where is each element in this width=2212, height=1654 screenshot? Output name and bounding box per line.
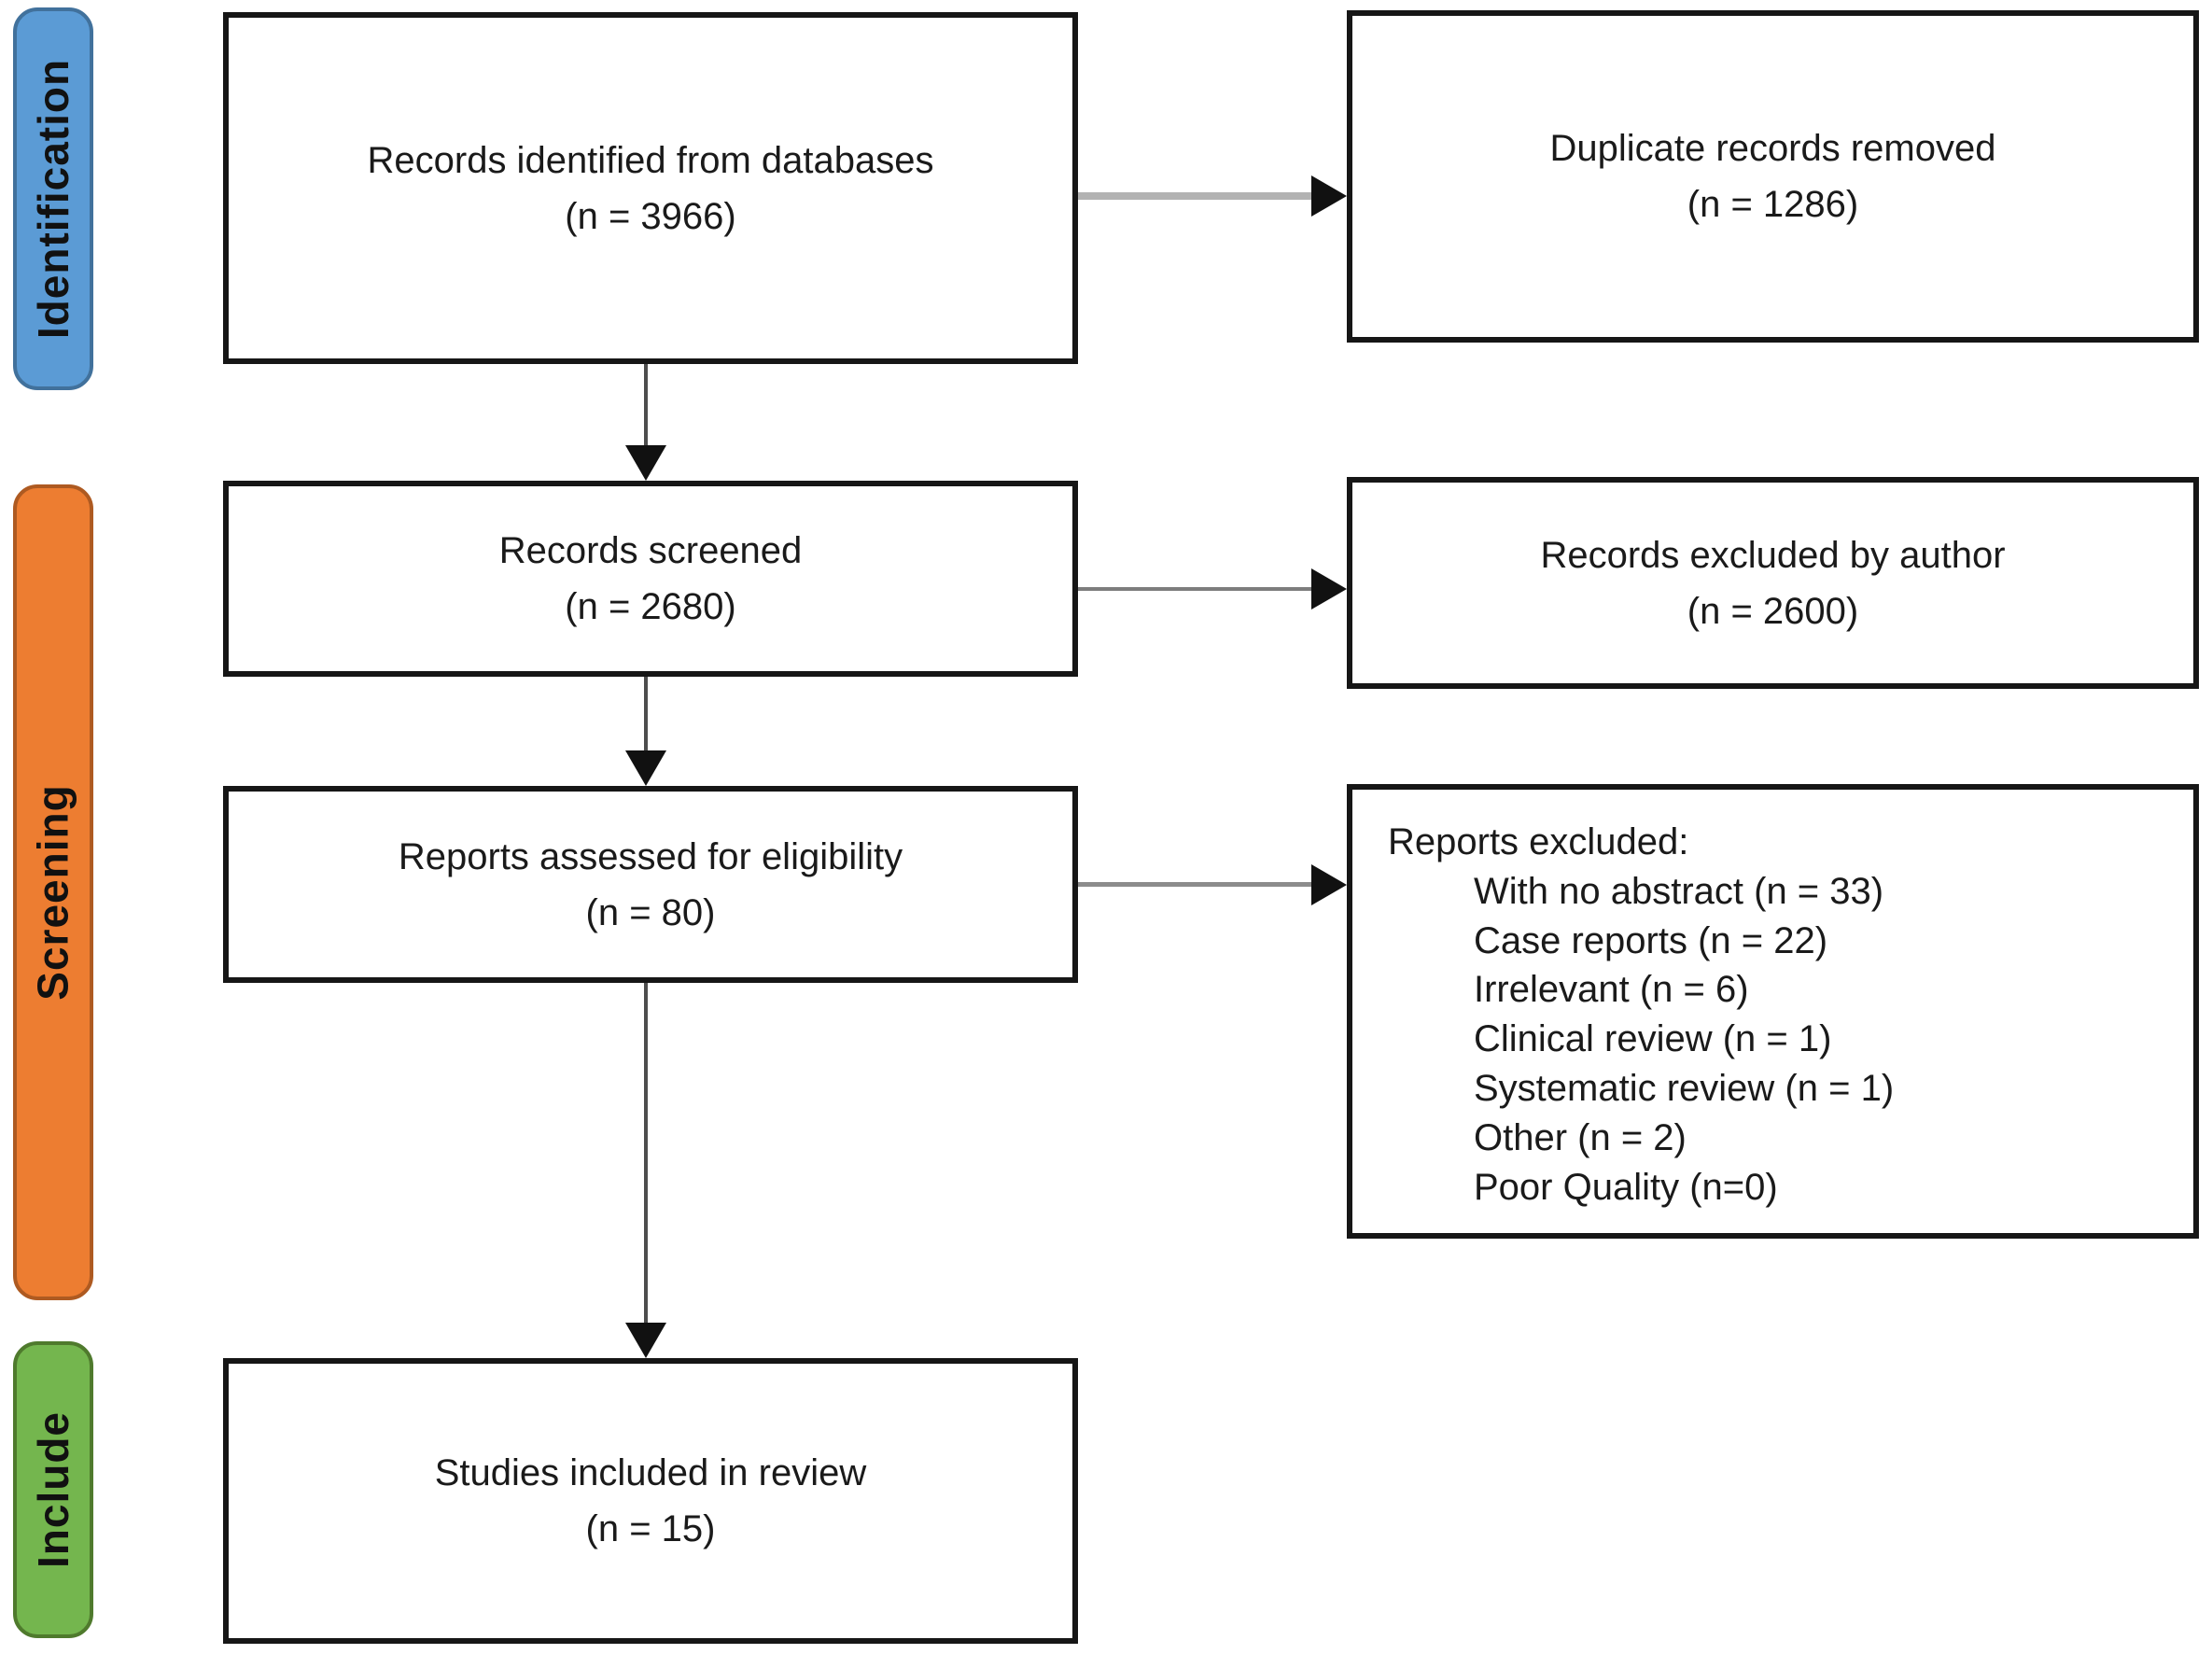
duplicates-removed-text: Duplicate records removed xyxy=(1549,128,1996,169)
stage-tab-screening-label: Screening xyxy=(29,784,78,1001)
arrow-identified-to-duplicates-line xyxy=(1078,192,1313,200)
records-excluded-count: (n = 2600) xyxy=(1687,590,1859,632)
box-reports-assessed: Reports assessed for eligibility (n = 80… xyxy=(223,786,1078,983)
arrow-screened-to-assessed-line xyxy=(644,677,648,752)
stage-tab-include: Include xyxy=(13,1341,93,1638)
studies-included-text: Studies included in review xyxy=(434,1452,867,1493)
arrow-screened-to-assessed-head xyxy=(625,750,666,786)
box-records-excluded-by-author: Records excluded by author (n = 2600) xyxy=(1347,477,2199,689)
excluded-reason: Poor Quality (n=0) xyxy=(1474,1166,1778,1208)
records-excluded-text: Records excluded by author xyxy=(1540,534,2006,576)
arrow-screened-to-excluded-head xyxy=(1311,568,1347,610)
stage-tab-identification-label: Identification xyxy=(29,58,78,340)
excluded-reason: Systematic review (n = 1) xyxy=(1474,1067,1895,1109)
records-identified-text: Records identified from databases xyxy=(367,139,934,181)
box-records-identified: Records identified from databases (n = 3… xyxy=(223,12,1078,364)
arrow-assessed-to-reports-excluded-head xyxy=(1311,864,1347,905)
duplicates-removed-count: (n = 1286) xyxy=(1687,184,1859,225)
arrow-identified-to-duplicates-head xyxy=(1311,175,1347,217)
arrow-identified-to-screened-head xyxy=(625,445,666,481)
box-duplicates-removed: Duplicate records removed (n = 1286) xyxy=(1347,10,2199,343)
reports-assessed-text: Reports assessed for eligibility xyxy=(398,835,903,877)
excluded-reason: Case reports (n = 22) xyxy=(1474,919,1828,961)
records-screened-text: Records screened xyxy=(498,530,803,571)
arrow-assessed-to-included-line xyxy=(644,983,648,1325)
arrow-assessed-to-reports-excluded-line xyxy=(1078,882,1313,887)
excluded-reason: Irrelevant (n = 6) xyxy=(1474,969,1749,1011)
box-studies-included: Studies included in review (n = 15) xyxy=(223,1358,1078,1644)
studies-included-count: (n = 15) xyxy=(585,1508,716,1549)
reports-assessed-count: (n = 80) xyxy=(585,891,716,933)
stage-tab-screening: Screening xyxy=(13,484,93,1300)
stage-tab-include-label: Include xyxy=(29,1410,77,1569)
records-identified-count: (n = 3966) xyxy=(565,195,736,237)
stage-tab-identification: Identification xyxy=(13,7,93,390)
excluded-reason: Clinical review (n = 1) xyxy=(1474,1018,1832,1060)
reports-excluded-title: Reports excluded: xyxy=(1388,821,1689,862)
excluded-reason: With no abstract (n = 33) xyxy=(1474,870,1884,912)
box-reports-excluded: Reports excluded: With no abstract (n = … xyxy=(1347,784,2199,1239)
records-screened-count: (n = 2680) xyxy=(565,586,736,627)
excluded-reason: Other (n = 2) xyxy=(1474,1116,1687,1158)
arrow-assessed-to-included-head xyxy=(625,1323,666,1358)
arrow-identified-to-screened-line xyxy=(644,364,648,447)
box-records-screened: Records screened (n = 2680) xyxy=(223,481,1078,677)
arrow-screened-to-excluded-line xyxy=(1078,587,1313,591)
